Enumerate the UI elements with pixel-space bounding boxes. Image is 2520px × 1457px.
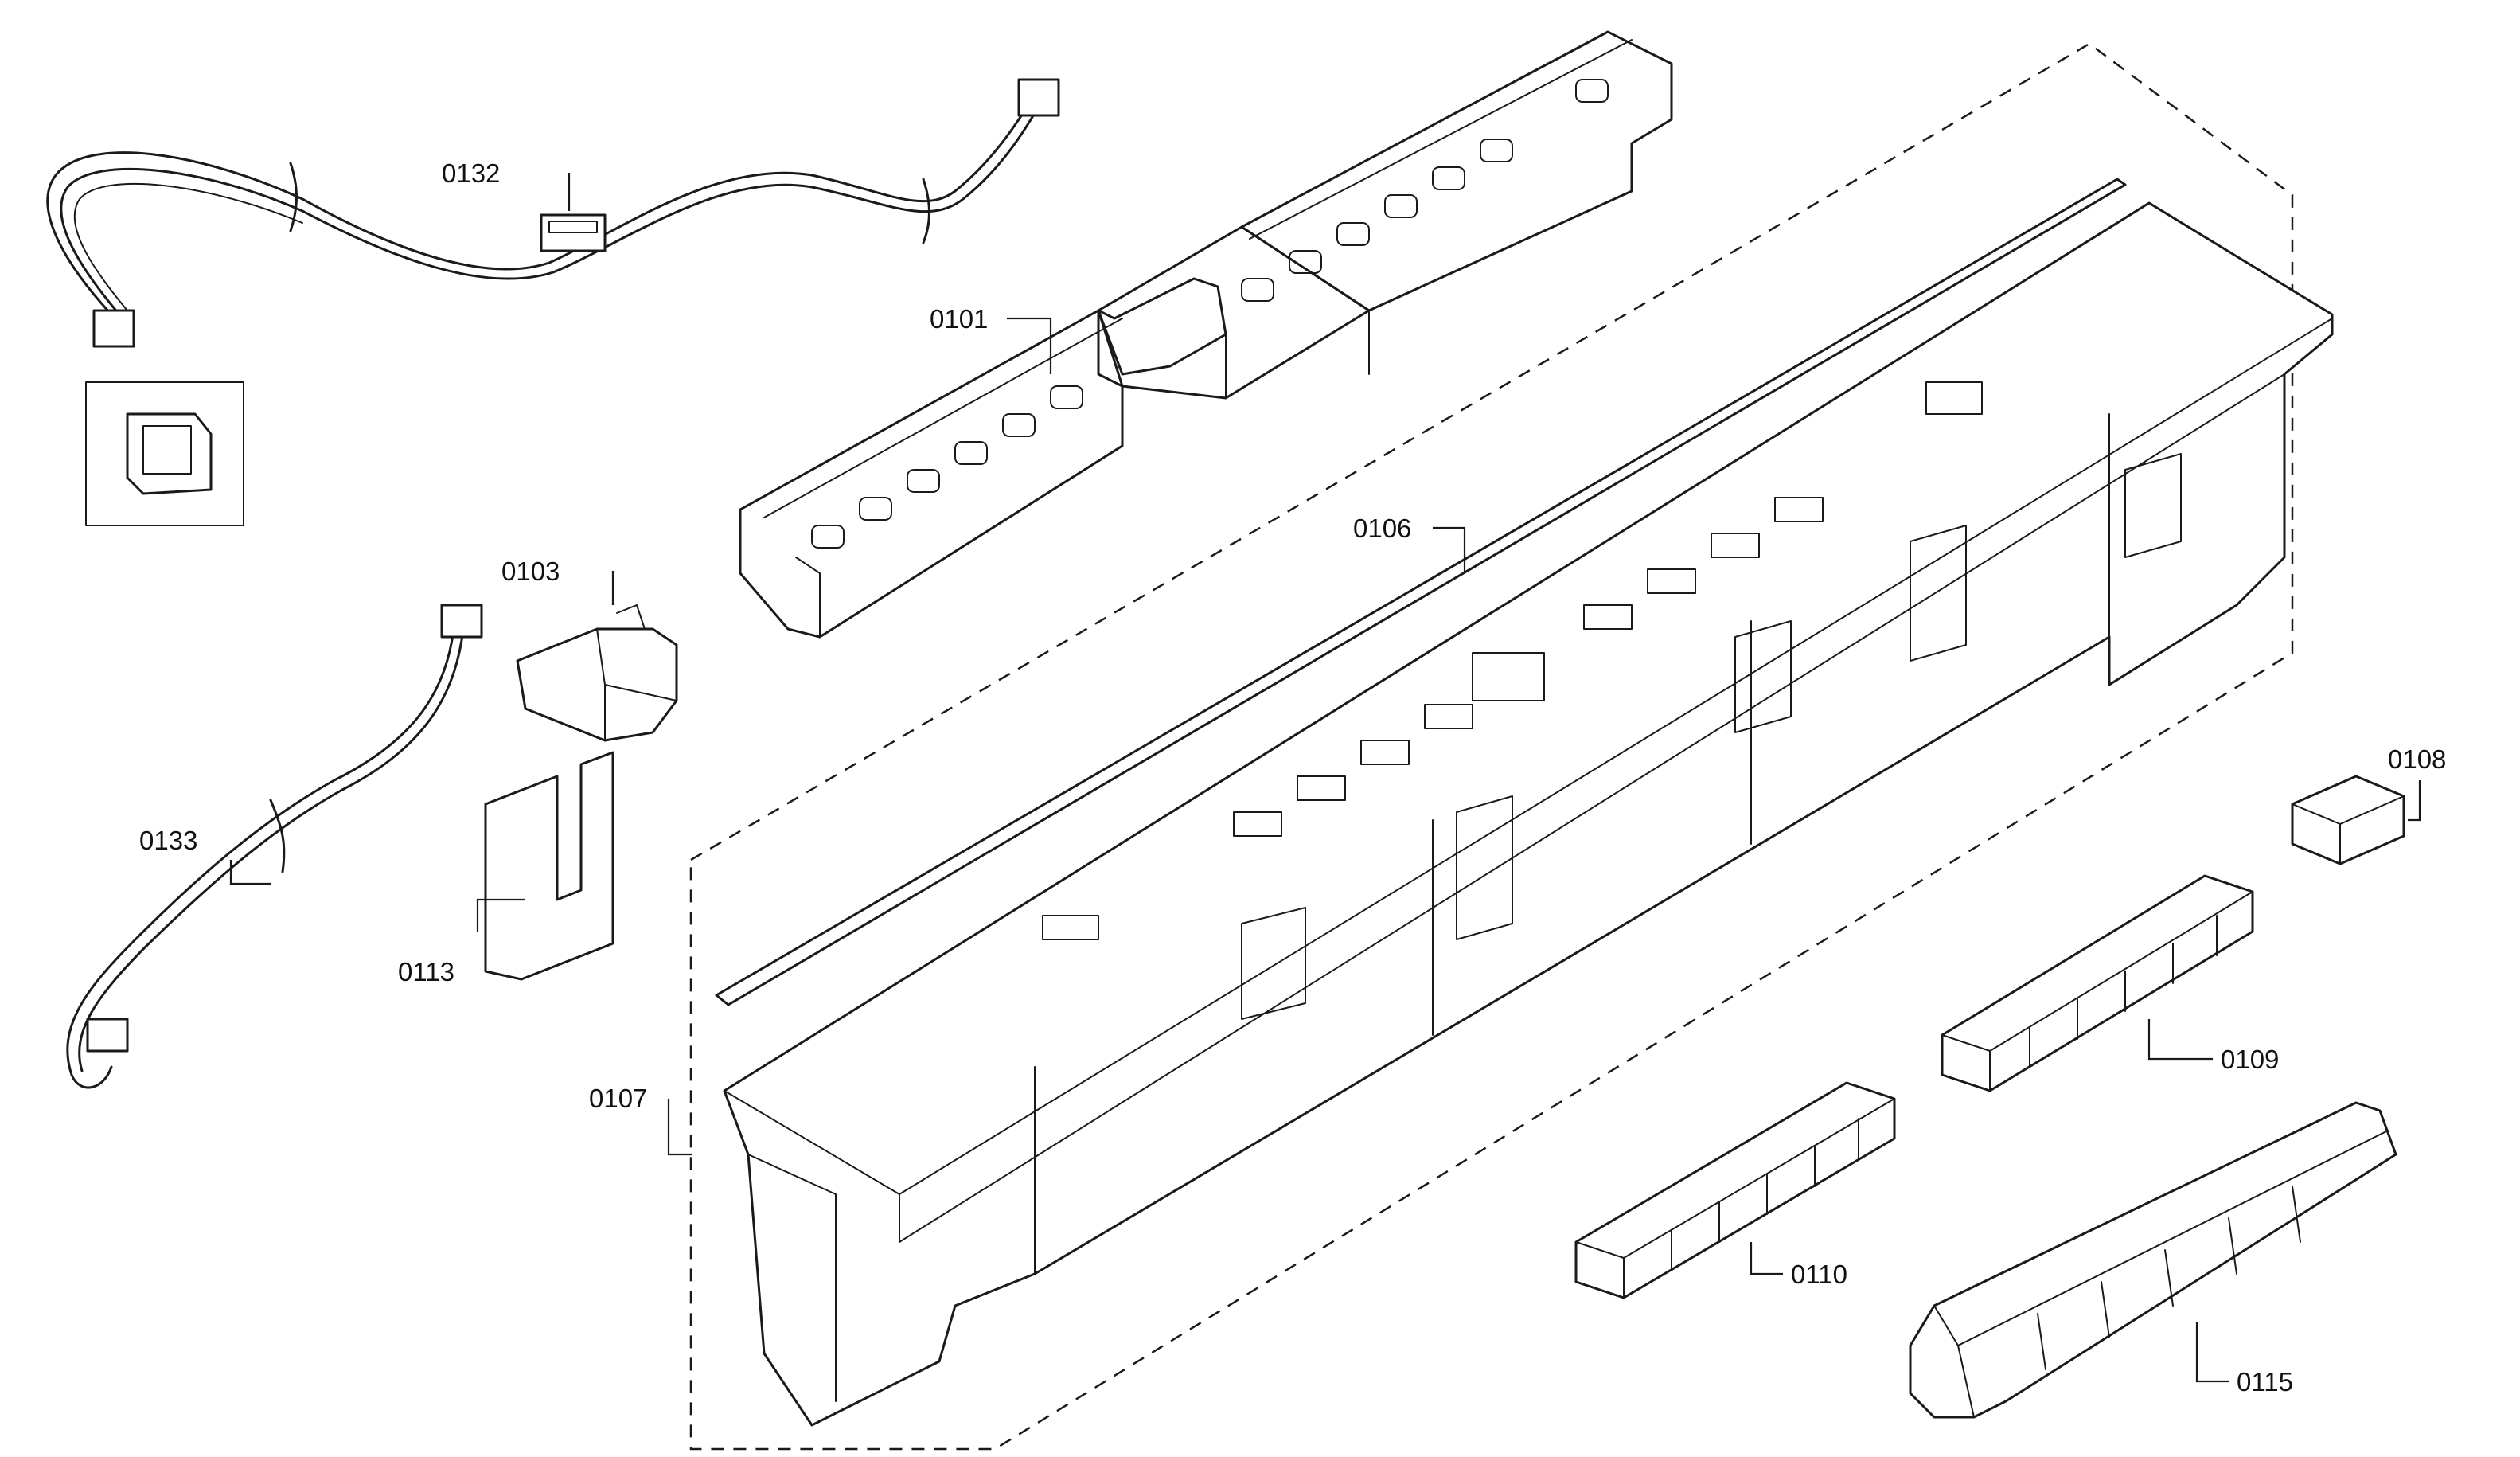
callout-0107: 0107 (589, 1084, 647, 1113)
callout-0108: 0108 (2388, 744, 2446, 774)
callout-0103: 0103 (501, 557, 560, 586)
switch-part-0103 (516, 604, 678, 742)
panel-housing-0107 (723, 201, 2334, 1427)
wire-harness-0133 (66, 604, 483, 1089)
callout-0115: 0115 (2237, 1367, 2293, 1396)
callout-0109: 0109 (2221, 1045, 2279, 1074)
control-module-0101 (739, 30, 1673, 639)
leader-lines (229, 173, 2421, 1383)
callout-0101: 0101 (930, 304, 988, 334)
handle-cover-0115 (1909, 1101, 2397, 1419)
trim-strip-0106 (715, 178, 2127, 1006)
single-button-0108 (2291, 775, 2405, 865)
button-row-0110 (1574, 1081, 1896, 1299)
callout-0110: 0110 (1791, 1260, 1847, 1289)
callout-0113: 0113 (398, 957, 454, 986)
callout-0106: 0106 (1353, 514, 1411, 543)
callout-0133: 0133 (139, 826, 197, 855)
callout-0132: 0132 (442, 158, 500, 188)
assembly-boundary-outline (689, 42, 2294, 1451)
button-row-0109 (1941, 874, 2254, 1092)
insulator-plate-0113 (484, 751, 614, 981)
wire-harness-0132 (46, 78, 1060, 526)
